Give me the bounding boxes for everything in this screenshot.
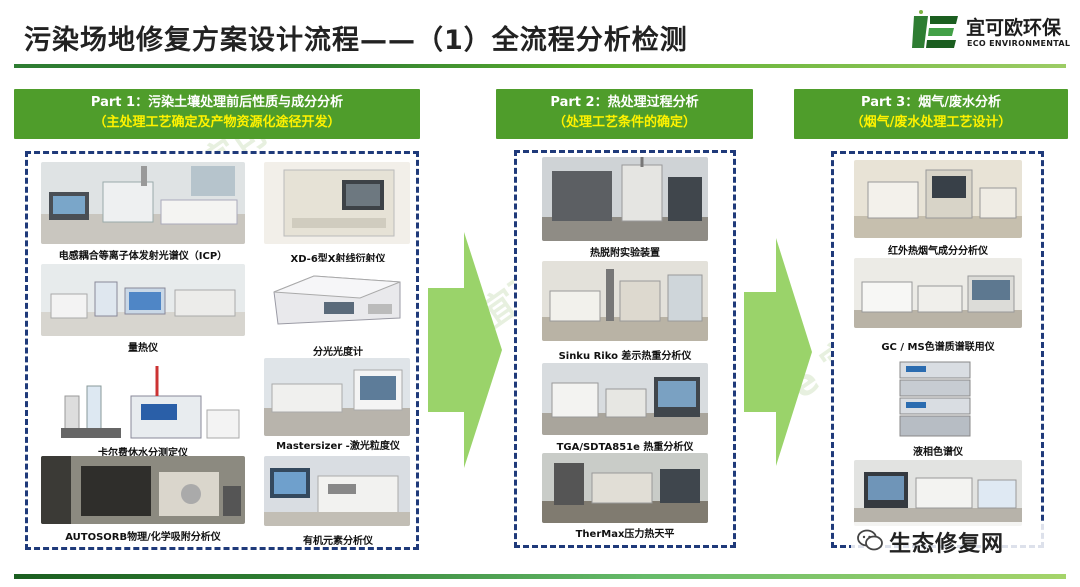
caption-gc-ms: GC / MS色谱质谱联用仪 — [881, 342, 995, 353]
gc-ms-photo — [854, 258, 1022, 328]
caption-thermax: TherMax压力热天平 — [575, 529, 675, 540]
part1-panel: 电感耦合等离子体发射光谱仪（ICP） XD-6型X射线衍射仪 量热仪 分光光度计 — [25, 151, 419, 550]
mastersizer-photo — [264, 358, 410, 436]
autosorb-photo — [41, 456, 245, 524]
part2-panel: 热脱附实验装置 Sinku Riko 差示热重分析仪 TGA/SDTA851e … — [514, 150, 736, 548]
part3-banner: Part 3：烟气/废水分析 （烟气/废水处理工艺设计） — [794, 89, 1068, 139]
logo-text-cn: 宜可欧环保 — [966, 17, 1062, 39]
flow-arrow-1 — [428, 232, 502, 468]
logo-text-en: ECO ENVIRONMENTAL — [967, 39, 1071, 48]
caption-sinku-riko: Sinku Riko 差示热重分析仪 — [558, 351, 692, 362]
part3-panel: 红外热烟气成分分析仪 GC / MS色谱质谱联用仪 液相色谱仪 — [831, 151, 1044, 548]
caption-mastersizer: Mastersizer -激光粒度仪 — [276, 441, 400, 452]
flow-arrow-2 — [744, 238, 812, 466]
caption-autosorb: AUTOSORB物理/化学吸附分析仪 — [65, 532, 221, 543]
part2-banner: Part 2：热处理过程分析 （处理工艺条件的确定） — [496, 89, 753, 139]
footer-divider — [14, 574, 1066, 579]
caption-organic-analyzer: 有机元素分析仪 — [303, 536, 373, 547]
part2-subtitle: （处理工艺条件的确定） — [552, 115, 696, 130]
calorimeter-photo — [41, 264, 245, 336]
thermal-desorption-photo — [542, 157, 708, 241]
part3-subtitle: （烟气/废水处理工艺设计） — [850, 115, 1012, 130]
icp-spectrometer-photo — [41, 162, 245, 244]
karl-fischer-photo — [41, 356, 245, 442]
infrared-flue-gas-photo — [854, 160, 1022, 238]
organic-element-analyzer-photo — [264, 456, 410, 526]
spectrophotometer-photo — [264, 262, 410, 338]
part3-title: Part 3：烟气/废水分析 — [861, 95, 1001, 110]
xrd-diffractometer-photo — [264, 162, 410, 244]
caption-liquid-chromatograph: 液相色谱仪 — [913, 447, 963, 458]
caption-thermal-desorption: 热脱附实验装置 — [590, 248, 660, 259]
caption-infrared-analyzer: 红外热烟气成分分析仪 — [888, 246, 988, 257]
eco-logo-icon — [912, 10, 958, 48]
part1-banner: Part 1：污染土壤处理前后性质与成分分析 （主处理工艺确定及产物资源化途径开… — [14, 89, 420, 139]
caption-spectrophotometer: 分光光度计 — [313, 347, 363, 358]
part1-subtitle: （主处理工艺确定及产物资源化途径开发） — [93, 115, 341, 130]
page-title: 污染场地修复方案设计流程——（1）全流程分析检测 — [24, 25, 688, 56]
liquid-chromatograph-photo — [880, 358, 996, 440]
part2-title: Part 2：热处理过程分析 — [550, 95, 699, 110]
part1-title: Part 1：污染土壤处理前后性质与成分分析 — [90, 95, 344, 110]
analyzer-photo — [854, 460, 1022, 526]
caption-tga: TGA/SDTA851e 热重分析仪 — [556, 442, 694, 453]
watermark-badge: 生态修复网 — [851, 522, 1063, 558]
company-logo: 宜可欧环保 ECO ENVIRONMENTAL — [912, 8, 1072, 56]
header-divider — [14, 64, 1066, 68]
watermark-text: 生态修复网 — [889, 532, 1005, 557]
thermax-photo — [542, 453, 708, 523]
caption-xrd: XD-6型X射线衍射仪 — [290, 254, 386, 265]
wechat-icon — [857, 529, 883, 551]
caption-icp: 电感耦合等离子体发射光谱仪（ICP） — [58, 251, 228, 262]
tga-sdta-photo — [542, 363, 708, 435]
caption-calorimeter: 量热仪 — [128, 343, 158, 354]
sinku-riko-photo — [542, 261, 708, 341]
caption-karl-fischer: 卡尔费休水分测定仪 — [98, 448, 188, 459]
